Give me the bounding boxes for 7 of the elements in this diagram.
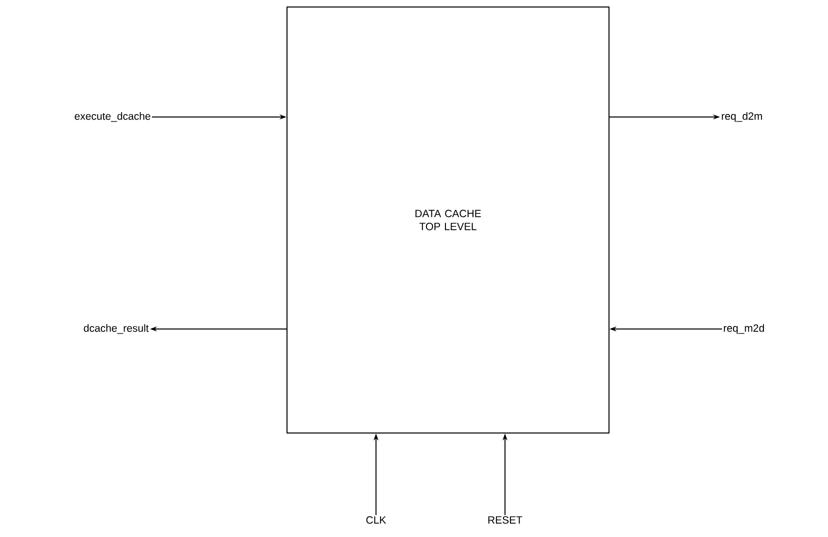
signal-label: req_d2m — [722, 112, 762, 122]
signal-label: req_m2d — [724, 324, 764, 334]
signal-label: CLK — [366, 516, 386, 524]
block-box: DATA CACHE TOP LEVEL — [286, 6, 610, 434]
signal-label: dcache_result — [84, 324, 149, 334]
signal-label: RESET — [488, 516, 522, 524]
signal-label: execute_dcache — [74, 112, 150, 122]
